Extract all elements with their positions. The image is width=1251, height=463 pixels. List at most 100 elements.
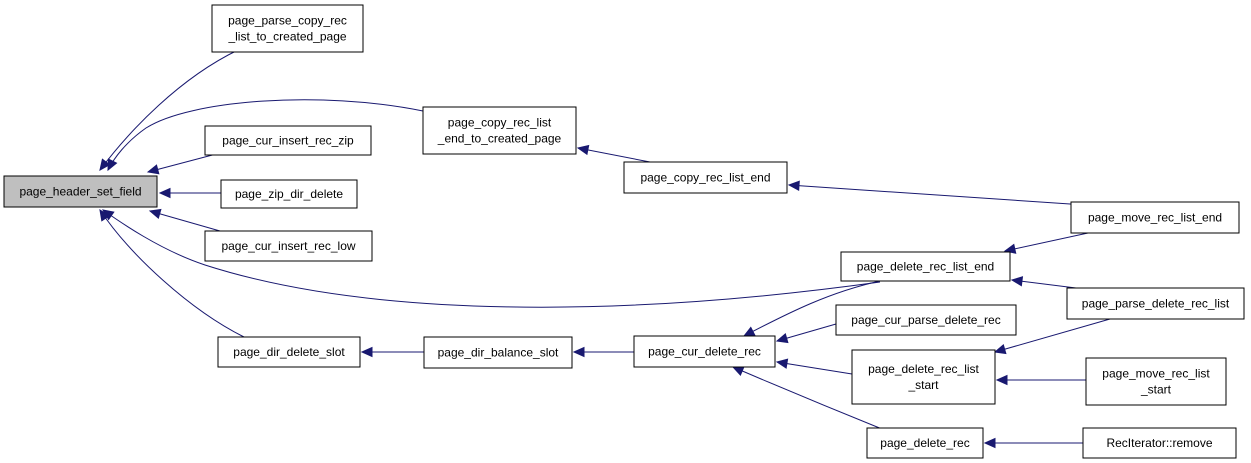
- edge-page-parse-delete-rec-list-to-page-delete-rec-list-end: [1010, 276, 1085, 290]
- node-page-delete-rec-list-end[interactable]: page_delete_rec_list_end: [840, 251, 1011, 282]
- edge-line: [107, 99, 424, 171]
- edge-line: [788, 184, 1086, 206]
- node-box: [217, 336, 361, 368]
- node-box: [422, 106, 577, 155]
- edge-page-dir-delete-slot-to-page-header-set-field: [99, 208, 245, 338]
- node-box: [3, 175, 158, 208]
- node-label: page_zip_dir_delete: [235, 187, 343, 201]
- edge-line: [99, 49, 239, 171]
- node-page-zip-dir-delete[interactable]: page_zip_dir_delete: [220, 179, 358, 209]
- node-label: page_dir_balance_slot: [438, 346, 559, 360]
- arrowhead-icon: [572, 346, 585, 358]
- edge-page-cur-insert-rec-low-to-page-header-set-field: [148, 208, 221, 232]
- arrowhead-icon: [107, 158, 118, 172]
- node-label: page_header_set_field: [19, 185, 141, 199]
- nodes-layer: page_header_set_field page_parse_copy_rec…: [3, 4, 1245, 459]
- node-page-delete-rec-list-start[interactable]: page_delete_rec_list _start: [851, 349, 996, 405]
- edge-page-cur-delete-rec-to-page-dir-balance-slot: [572, 346, 634, 358]
- arrowhead-icon: [983, 437, 996, 449]
- edge-line: [147, 152, 221, 173]
- edge-page-cur-parse-delete-rec-to-page-cur-delete-rec: [775, 323, 837, 344]
- arrowhead-icon: [742, 326, 756, 337]
- node-page-parse-copy-rec-list-to-created-page[interactable]: page_parse_copy_rec _list_to_created_page: [211, 4, 364, 53]
- node-box: [840, 251, 1011, 282]
- node-page-parse-delete-rec-list[interactable]: page_parse_delete_rec_list: [1066, 287, 1245, 320]
- node-page-cur-delete-rec[interactable]: page_cur_delete_rec: [633, 335, 776, 368]
- arrowhead-icon: [993, 344, 1007, 355]
- node-box: [1066, 287, 1245, 320]
- node-box: [204, 125, 372, 156]
- arrowhead-icon: [99, 158, 111, 171]
- node-label: page_parse_delete_rec_list: [1082, 297, 1230, 311]
- node-label: page_move_rec_list_end: [1088, 211, 1222, 225]
- edge-page-cur-insert-rec-zip-to-page-header-set-field: [146, 152, 221, 175]
- node-label: _list_to_created_page: [227, 30, 346, 44]
- node-page-move-rec-list-end[interactable]: page_move_rec_list_end: [1070, 201, 1240, 234]
- node-label: page_cur_delete_rec: [648, 345, 761, 359]
- edge-line: [776, 361, 853, 375]
- arrowhead-icon: [148, 208, 162, 219]
- node-label: _start: [907, 378, 939, 392]
- arrowhead-icon: [775, 333, 789, 344]
- arrowhead-icon: [995, 374, 1008, 386]
- node-page-dir-balance-slot[interactable]: page_dir_balance_slot: [423, 336, 573, 369]
- edge-page-parse-delete-rec-list-to-page-delete-rec-list-start: [993, 318, 1111, 355]
- node-box: [623, 161, 788, 194]
- node-reciterator-remove[interactable]: RecIterator::remove: [1082, 427, 1237, 459]
- edge-line: [99, 209, 245, 338]
- arrowhead-icon: [787, 180, 800, 191]
- node-page-copy-rec-list-end-to-created-page[interactable]: page_copy_rec_list _end_to_created_page: [422, 106, 577, 155]
- arrowhead-icon: [99, 208, 111, 222]
- edge-line: [149, 210, 221, 232]
- edge-page-copy-rec-list-end-to-created-page-to-page-header-set-field: [107, 99, 424, 172]
- node-page-cur-parse-delete-rec[interactable]: page_cur_parse_delete_rec: [835, 304, 1017, 336]
- node-box: [211, 4, 364, 53]
- edge-line: [577, 147, 651, 163]
- node-box: [1070, 201, 1240, 234]
- node-page-copy-rec-list-end[interactable]: page_copy_rec_list_end: [623, 161, 788, 194]
- arrowhead-icon: [1010, 276, 1024, 287]
- edge-page-zip-dir-delete-to-page-header-set-field: [158, 187, 221, 199]
- node-box: [1082, 427, 1237, 459]
- edge-line: [1004, 232, 1089, 252]
- arrowhead-icon: [146, 164, 160, 175]
- node-page-delete-rec[interactable]: page_delete_rec: [866, 427, 984, 459]
- edge-line: [994, 318, 1111, 353]
- edge-page-copy-rec-list-end-to-page-copy-rec-list-end-to-created-page: [576, 144, 651, 163]
- node-box: [851, 349, 996, 405]
- edge-page-move-rec-list-end-to-page-copy-rec-list-end: [787, 180, 1086, 206]
- edge-reciterator-remove-to-page-delete-rec: [983, 437, 1083, 449]
- node-page-cur-insert-rec-zip[interactable]: page_cur_insert_rec_zip: [204, 125, 372, 156]
- edge-page-move-rec-list-start-to-page-delete-rec-list-start: [995, 374, 1086, 386]
- node-label: page_cur_insert_rec_low: [221, 239, 355, 253]
- edge-line: [732, 366, 883, 430]
- node-box: [1085, 357, 1227, 406]
- node-label: page_delete_rec_list_end: [857, 260, 994, 274]
- node-label: page_cur_insert_rec_zip: [222, 134, 354, 148]
- node-label: _start: [1140, 383, 1172, 397]
- edges-layer: [99, 49, 1111, 449]
- node-label: page_copy_rec_list_end: [640, 171, 770, 185]
- node-label: page_parse_copy_rec: [228, 14, 347, 28]
- node-page-dir-delete-slot[interactable]: page_dir_delete_slot: [217, 336, 361, 368]
- node-box: [423, 336, 573, 369]
- node-page-cur-insert-rec-low[interactable]: page_cur_insert_rec_low: [204, 230, 373, 262]
- edge-page-delete-rec-list-start-to-page-cur-delete-rec: [775, 358, 853, 375]
- edge-page-move-rec-list-end-to-page-delete-rec-list-end: [1003, 232, 1089, 254]
- node-label: page_copy_rec_list: [448, 116, 552, 130]
- node-label: page_delete_rec_list: [868, 362, 979, 376]
- node-page-move-rec-list-start[interactable]: page_move_rec_list _start: [1085, 357, 1227, 406]
- node-label: page_cur_parse_delete_rec: [851, 313, 1000, 327]
- node-label: _end_to_created_page: [437, 132, 562, 146]
- arrowhead-icon: [158, 187, 171, 199]
- node-box: [866, 427, 984, 459]
- arrowhead-icon: [576, 144, 590, 156]
- node-page-header-set-field[interactable]: page_header_set_field: [3, 175, 158, 208]
- node-box: [835, 304, 1017, 336]
- edge-line: [102, 209, 881, 308]
- node-box: [204, 230, 373, 262]
- node-box: [633, 335, 776, 368]
- node-label: page_move_rec_list: [1102, 367, 1210, 381]
- node-label: page_dir_delete_slot: [233, 345, 345, 359]
